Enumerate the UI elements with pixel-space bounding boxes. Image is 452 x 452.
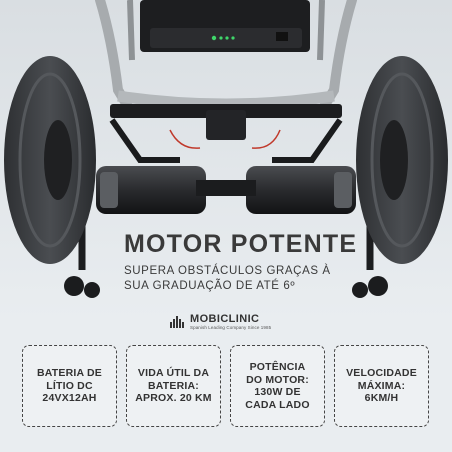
feature-card-battery-life: VIDA ÚTIL DA BATERIA: APROX. 20 KM xyxy=(126,345,221,427)
brand-logo: MOBICLINIC Spanish Leading Company Since… xyxy=(170,313,271,331)
wheelchair-photo xyxy=(0,0,452,320)
subtitle-line-1: SUPERA OBSTÁCULOS GRAÇAS À xyxy=(124,265,331,277)
headline-block: MOTOR POTENTE SUPERA OBSTÁCULOS GRAÇAS À… xyxy=(124,230,444,294)
feature-card-motor-power: POTÊNCIA DO MOTOR: 130W DE CADA LADO xyxy=(230,345,325,427)
feature-card-max-speed: VELOCIDADE MÁXIMA: 6KM/H xyxy=(334,345,429,427)
brand-name: MOBICLINIC xyxy=(190,313,260,325)
subtitle: SUPERA OBSTÁCULOS GRAÇAS À SUA GRADUAÇÃO… xyxy=(124,264,444,294)
feature-card-battery: BATERIA DE LÍTIO DC 24VX12AH xyxy=(22,345,117,427)
mobiclinic-logo-icon xyxy=(170,316,184,328)
page-title: MOTOR POTENTE xyxy=(124,230,358,258)
brand-tagline: Spanish Leading Company Since 1985 xyxy=(190,325,272,330)
subtitle-line-2: SUA GRADUAÇÃO DE ATÉ 6º xyxy=(124,280,296,292)
feature-cards: BATERIA DE LÍTIO DC 24VX12AH VIDA ÚTIL D… xyxy=(22,345,432,427)
